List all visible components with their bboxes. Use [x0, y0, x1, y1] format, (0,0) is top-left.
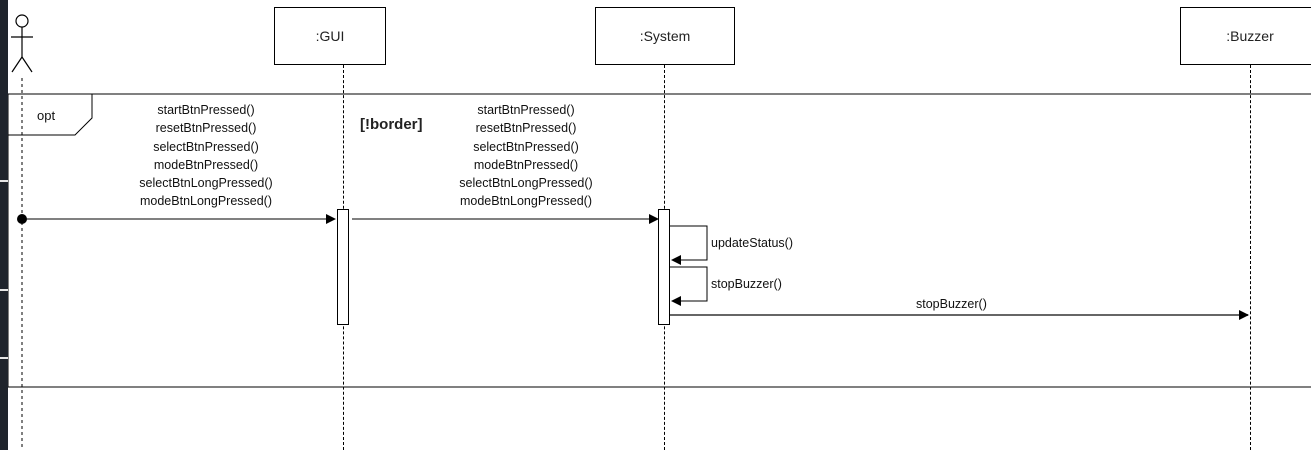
- self-call-update-status: [670, 225, 708, 265]
- buzzer-lifeline-head: :Buzzer: [1180, 7, 1311, 65]
- message-label: resetBtnPressed(): [475, 121, 577, 136]
- fragment-guard: [!border]: [360, 116, 423, 133]
- gui-lifeline-label: :GUI: [315, 28, 345, 44]
- diagram-canvas: :GUI :System :Buzzer opt [!border] start…: [8, 0, 1311, 450]
- actor-gui-message-labels: startBtnPressed() resetBtnPressed() sele…: [106, 101, 306, 211]
- left-edge-mark: [0, 180, 8, 182]
- opt-fragment-frame: [8, 93, 1311, 388]
- message-label: selectBtnLongPressed(): [139, 176, 273, 191]
- message-label: modeBtnPressed(): [153, 157, 259, 172]
- system-lifeline-label: :System: [639, 28, 691, 44]
- left-edge-mark: [0, 357, 8, 359]
- gui-system-message-labels: startBtnPressed() resetBtnPressed() sele…: [426, 101, 626, 211]
- buzzer-lifeline-label: :Buzzer: [1226, 28, 1274, 44]
- message-label: startBtnPressed(): [157, 103, 255, 117]
- diagram-lines: [8, 14, 1311, 450]
- actor-icon: [11, 14, 33, 73]
- message-label: modeBtnPressed(): [473, 157, 579, 172]
- message-label: selectBtnPressed(): [473, 139, 579, 154]
- message-label: modeBtnLongPressed(): [459, 194, 593, 209]
- self-message-stop-buzzer: stopBuzzer(): [711, 277, 782, 291]
- system-lifeline-head: :System: [595, 7, 735, 65]
- message-label: selectBtnLongPressed(): [459, 176, 593, 191]
- message-label: startBtnPressed(): [477, 103, 575, 117]
- gui-activation-bar: [337, 209, 349, 325]
- message-label-stop-buzzer: stopBuzzer(): [916, 297, 987, 311]
- self-call-stop-buzzer: [670, 266, 708, 306]
- gui-lifeline-head: :GUI: [274, 7, 386, 65]
- left-edge-mark: [0, 289, 8, 291]
- buzzer-lifeline: [1250, 65, 1251, 450]
- message-label: resetBtnPressed(): [155, 121, 257, 136]
- fragment-operator: opt: [37, 108, 56, 123]
- message-label: selectBtnPressed(): [153, 139, 259, 154]
- system-activation-bar: [658, 209, 670, 325]
- message-label: modeBtnLongPressed(): [139, 194, 273, 209]
- self-message-update-status: updateStatus(): [711, 236, 793, 250]
